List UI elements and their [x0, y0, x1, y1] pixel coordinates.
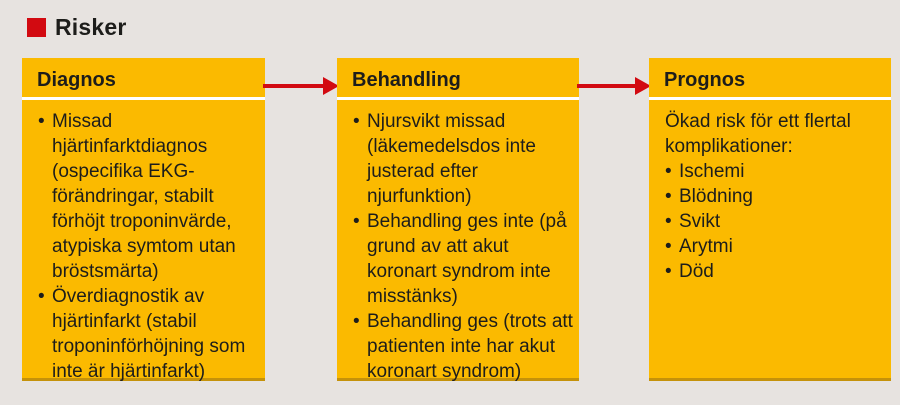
bullet-icon: •: [665, 211, 672, 232]
box-body-prognos: Ökad risk för ett flertal komplikationer…: [649, 100, 891, 284]
flow-box-prognos: Prognos Ökad risk för ett flertal kompli…: [649, 58, 891, 381]
flow-box-behandling: Behandling • Njursvikt missad (läkemedel…: [337, 58, 579, 384]
list-item-text: Arytmi: [679, 236, 733, 257]
bullet-icon: •: [353, 311, 360, 332]
figure-title-text: Risker: [55, 14, 127, 40]
box-header-behandling: Behandling: [337, 58, 579, 100]
list-item: • Njursvikt missad (läkemedelsdos inte j…: [353, 109, 573, 209]
bullet-icon: •: [38, 286, 45, 307]
bullet-icon: •: [665, 261, 672, 282]
list-item-text: Blödning: [679, 186, 753, 207]
list-item-text: Njursvikt missad (läkemedelsdos inte jus…: [367, 111, 536, 207]
arrow-line: [263, 84, 323, 88]
list-item-text: Ischemi: [679, 161, 745, 182]
list-item-text: Behandling ges (trots att patienten inte…: [367, 311, 573, 382]
arrow-head-icon: [635, 77, 651, 95]
arrow-diagnos-to-behandling: [263, 77, 339, 95]
list-item: • Blödning: [665, 184, 885, 209]
arrow-head-icon: [323, 77, 339, 95]
bullet-icon: •: [665, 161, 672, 182]
arrow-line: [577, 84, 635, 88]
list-item-text: Överdiagnostik av hjärtinfarkt (stabil t…: [52, 286, 246, 382]
list-item: • Svikt: [665, 209, 885, 234]
bullet-icon: •: [353, 111, 360, 132]
bullet-icon: •: [665, 186, 672, 207]
box-header-prognos: Prognos: [649, 58, 891, 100]
arrow-behandling-to-prognos: [577, 77, 651, 95]
list-item-text: Missad hjärtinfarktdiagnos (ospecifika E…: [52, 111, 236, 282]
list-item: • Behandling ges inte (på grund av att a…: [353, 209, 573, 309]
flow-box-diagnos: Diagnos • Missad hjärtinfarktdiagnos (os…: [22, 58, 265, 384]
list-item: • Arytmi: [665, 234, 885, 259]
list-item: • Ischemi: [665, 159, 885, 184]
box-intro-text: Ökad risk för ett flertal komplikationer…: [665, 111, 851, 157]
figure-title: Risker: [27, 14, 127, 40]
list-item: • Behandling ges (trots att patienten in…: [353, 309, 573, 384]
title-bullet-square-icon: [27, 18, 46, 37]
box-body-diagnos: • Missad hjärtinfarktdiagnos (ospecifika…: [22, 100, 265, 384]
list-item-text: Behandling ges inte (på grund av att aku…: [367, 211, 567, 307]
box-body-behandling: • Njursvikt missad (läkemedelsdos inte j…: [337, 100, 579, 384]
box-header-diagnos: Diagnos: [22, 58, 265, 100]
list-item-text: Död: [679, 261, 714, 282]
bullet-icon: •: [665, 236, 672, 257]
bullet-icon: •: [353, 211, 360, 232]
list-item: • Missad hjärtinfarktdiagnos (ospecifika…: [38, 109, 259, 284]
list-item-text: Svikt: [679, 211, 721, 232]
list-item: • Överdiagnostik av hjärtinfarkt (stabil…: [38, 284, 259, 384]
list-item: • Död: [665, 259, 885, 284]
bullet-icon: •: [38, 111, 45, 132]
